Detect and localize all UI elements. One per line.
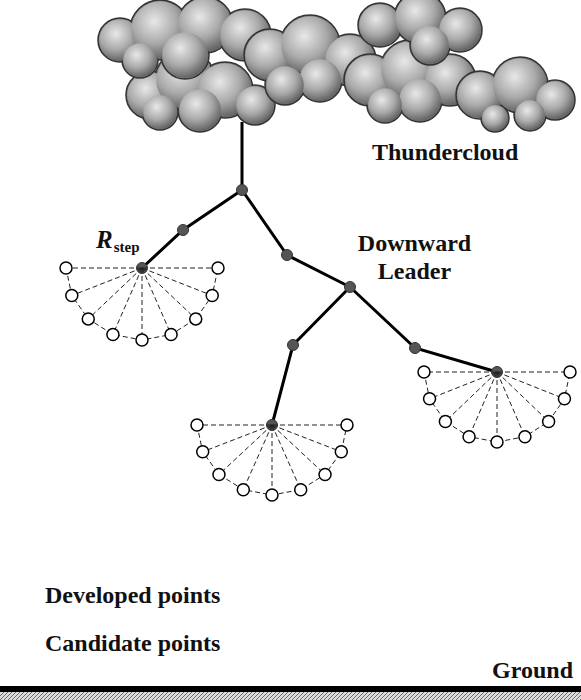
leader-label: Downward Leader bbox=[352, 230, 477, 285]
ground-hatch bbox=[0, 692, 581, 700]
legend-text: Candidate points bbox=[45, 630, 220, 658]
legend-text: Developed points bbox=[45, 582, 220, 610]
downward-leader bbox=[137, 122, 503, 431]
step-radius-subscript: step bbox=[114, 239, 140, 256]
candidate-fans bbox=[60, 262, 576, 501]
thundercloud-shape bbox=[98, 0, 575, 132]
ground-label: Ground bbox=[492, 657, 573, 685]
ground-line bbox=[0, 686, 581, 692]
cloud-label: Thundercloud bbox=[372, 139, 518, 167]
step-radius-symbol: R bbox=[96, 226, 113, 255]
